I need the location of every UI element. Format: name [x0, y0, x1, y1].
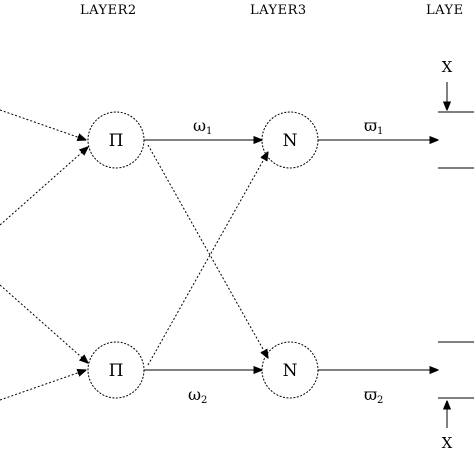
weight-w2: ω2 [188, 385, 207, 406]
input-x-top: X [442, 58, 453, 76]
weight-wbar1: ϖ1 [364, 116, 383, 137]
edge-cross-up [147, 152, 268, 366]
edge-in-3 [0, 284, 88, 363]
node-label: N [283, 361, 298, 381]
weight-w1: ω1 [193, 116, 212, 137]
layer3-node-bottom: N [261, 341, 319, 399]
edge-in-1 [0, 109, 86, 140]
node-label: Π [109, 361, 124, 381]
header-layer3: LAYER3 [250, 3, 307, 18]
layer3-node-top: N [261, 111, 319, 169]
node-label: Π [109, 131, 124, 151]
header-layer2: LAYER2 [80, 3, 137, 18]
node-label: N [283, 131, 298, 151]
layer2-node-top: Π [87, 111, 145, 169]
edge-in-2 [0, 147, 88, 226]
edge-cross-down [147, 144, 268, 358]
weight-wbar2: ϖ2 [364, 385, 383, 406]
edge-in-4 [0, 370, 86, 401]
layer2-node-bottom: Π [87, 341, 145, 399]
header-layer4: LAYE [426, 3, 464, 18]
input-x-bottom: X [442, 434, 453, 452]
